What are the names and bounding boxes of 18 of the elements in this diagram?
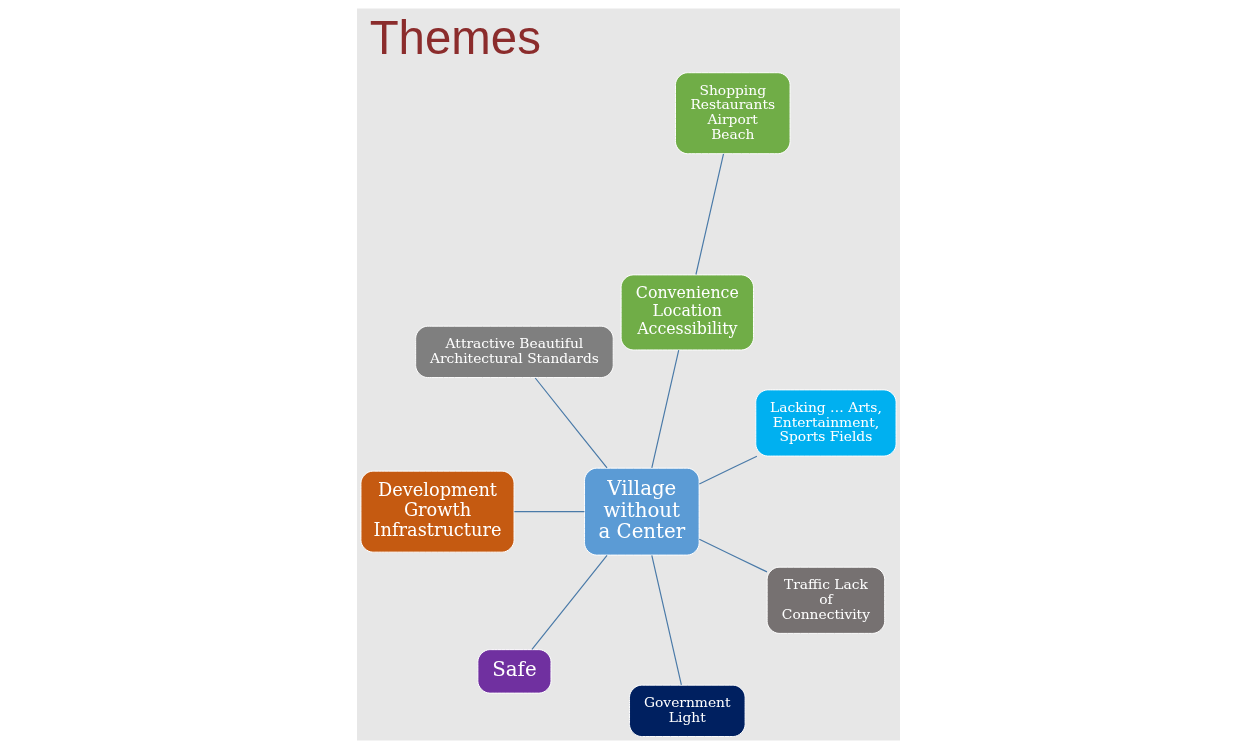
node-box: Development Growth Infrastructure <box>359 470 515 553</box>
connector <box>650 554 682 686</box>
node-box: Village without a Center <box>583 467 700 556</box>
node-box: Traffic Lack of Connectivity <box>766 566 885 634</box>
node-box: Attractive Beautiful Architectural Standards <box>414 325 614 379</box>
connector <box>698 538 768 573</box>
connector <box>534 377 608 469</box>
node-box: Lacking … Arts, Entertainment, Sports Fields <box>754 389 897 457</box>
connector <box>513 511 585 513</box>
connector <box>698 455 757 485</box>
node-box: Safe <box>476 649 551 694</box>
node-box: Convenience Location Accessibility <box>620 274 754 351</box>
connector <box>694 153 724 276</box>
connector <box>650 349 679 469</box>
node-box: Shopping Restaurants Airport Beach <box>674 72 791 155</box>
connector <box>530 554 608 650</box>
diagram-title: Themes <box>369 11 541 65</box>
node-box: Government Light <box>628 684 746 737</box>
